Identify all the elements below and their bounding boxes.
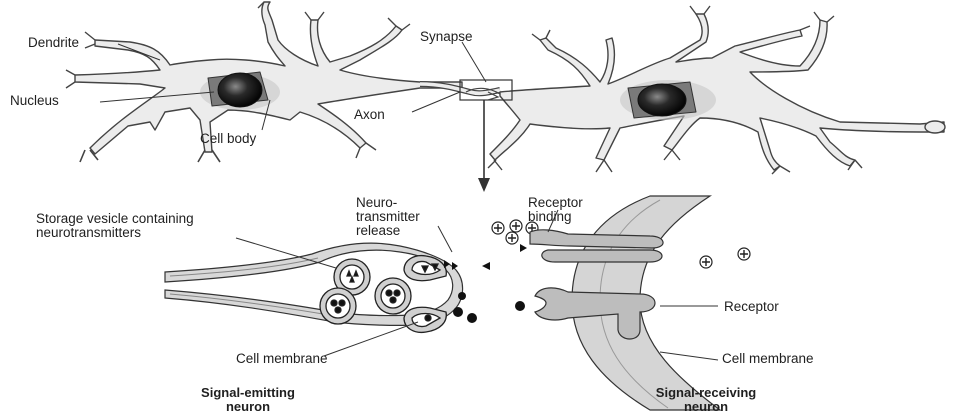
label-dendrite: Dendrite [28,36,79,50]
caption-signal-emitting: Signal-emitting neuron [178,386,318,414]
label-neurotransmitter-release: Neuro-transmitter release [356,196,456,238]
left-neuron-dendrites [75,2,462,154]
right-neuron [488,6,945,174]
label-receptor-binding: Receptor binding [528,196,608,224]
left-nucleus [218,73,262,107]
left-neuron [66,2,462,162]
caption-signal-receiving: Signal-receiving neuron [636,386,776,414]
label-synapse: Synapse [420,30,473,44]
label-storage-vesicle: Storage vesicle containing neurotransmit… [36,212,256,240]
label-cell-membrane-right: Cell membrane [722,352,814,366]
right-nucleus [638,84,686,116]
label-cell-membrane-left: Cell membrane [236,352,328,366]
right-neuron-dendrites [490,14,944,170]
label-axon: Axon [354,108,385,122]
label-nucleus: Nucleus [10,94,59,108]
label-cell-body: Cell body [200,132,256,146]
label-receptor: Receptor [724,300,779,314]
zoom-arrow-head [478,178,490,192]
